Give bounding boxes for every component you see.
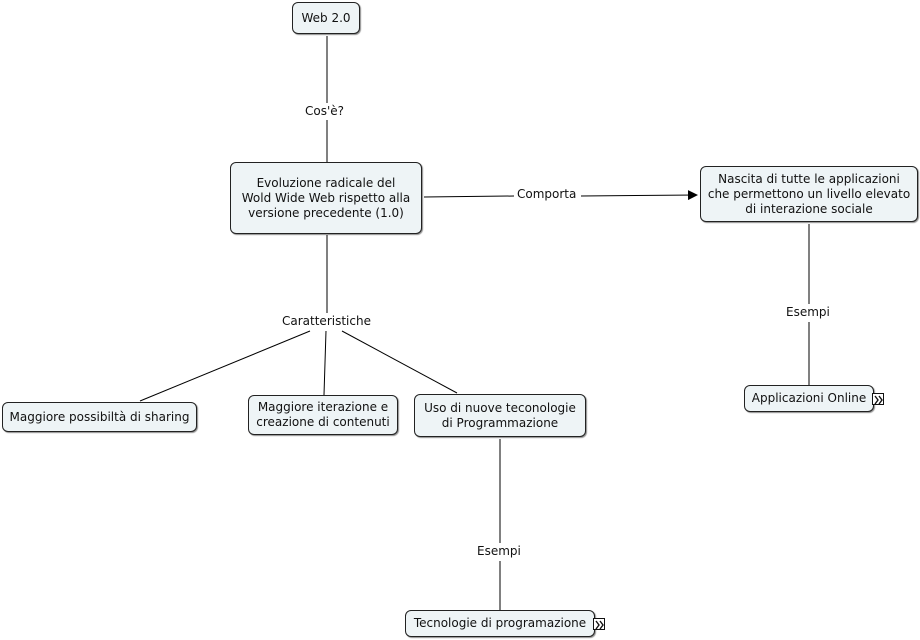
resource-link-icon[interactable] — [872, 393, 884, 405]
node-nascita[interactable]: Nascita di tutte le applicazioni che per… — [700, 166, 918, 222]
line-comporta-nascita[interactable] — [580, 190, 698, 201]
node-iterazione[interactable]: Maggiore iterazione e creazione di conte… — [248, 395, 398, 435]
node-sharing[interactable]: Maggiore possibiltà di sharing — [2, 402, 197, 432]
line-caratteristiche-tecnologie — [341, 330, 458, 394]
link-label-caratteristiche: Caratteristiche — [280, 314, 373, 329]
node-tecnologie-programazione[interactable]: Tecnologie di programazione — [405, 610, 595, 637]
link-label-esempi-right: Esempi — [784, 305, 832, 320]
node-tecnologie[interactable]: Uso di nuove teconologie di Programmazio… — [414, 394, 586, 437]
line-caratteristiche-iterazione — [323, 330, 327, 396]
node-evoluzione[interactable]: Evoluzione radicale del Wold Wide Web ri… — [230, 162, 422, 234]
node-applicazioni-online[interactable]: Applicazioni Online — [744, 385, 874, 412]
resource-link-icon[interactable] — [593, 618, 605, 630]
line-caratteristiche-sharing — [139, 330, 311, 402]
link-label-esempi-bottom: Esempi — [475, 544, 523, 559]
line-evoluzione-comporta — [423, 195, 515, 198]
link-label-comporta: Comporta — [515, 187, 579, 202]
link-label-cose: Cos'è? — [303, 104, 347, 119]
node-web20[interactable]: Web 2.0 — [292, 2, 360, 34]
